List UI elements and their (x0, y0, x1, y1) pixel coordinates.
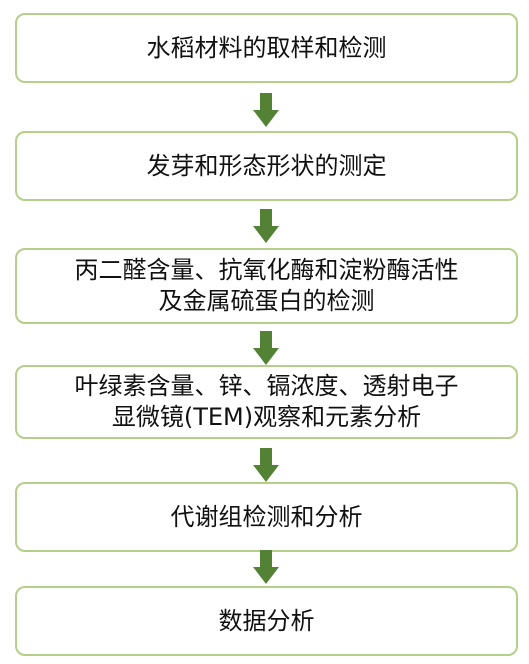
down-arrow-icon (253, 448, 279, 482)
step-5-box: 代谢组检测和分析 (15, 482, 518, 552)
step-3-label: 丙二醛含量、抗氧化酶和淀粉酶活性 及金属硫蛋白的检测 (74, 256, 459, 315)
down-arrow-icon (253, 331, 279, 365)
step-1-box: 水稻材料的取样和检测 (15, 13, 518, 83)
step-6-label: 数据分析 (218, 606, 315, 635)
step-5-label: 代谢组检测和分析 (170, 502, 363, 531)
step-2-label: 发芽和形态形状的测定 (146, 151, 387, 180)
down-arrow-icon (253, 550, 279, 584)
step-1-label: 水稻材料的取样和检测 (146, 33, 387, 62)
step-4-box: 叶绿素含量、锌、镉浓度、透射电子 显微镜(TEM)观察和元素分析 (15, 365, 518, 439)
down-arrow-icon (253, 93, 279, 127)
step-3-box: 丙二醛含量、抗氧化酶和淀粉酶活性 及金属硫蛋白的检测 (15, 248, 518, 324)
step-6-box: 数据分析 (15, 586, 518, 656)
step-2-box: 发芽和形态形状的测定 (15, 131, 518, 201)
down-arrow-icon (253, 209, 279, 243)
step-4-label: 叶绿素含量、锌、镉浓度、透射电子 显微镜(TEM)观察和元素分析 (74, 372, 459, 431)
